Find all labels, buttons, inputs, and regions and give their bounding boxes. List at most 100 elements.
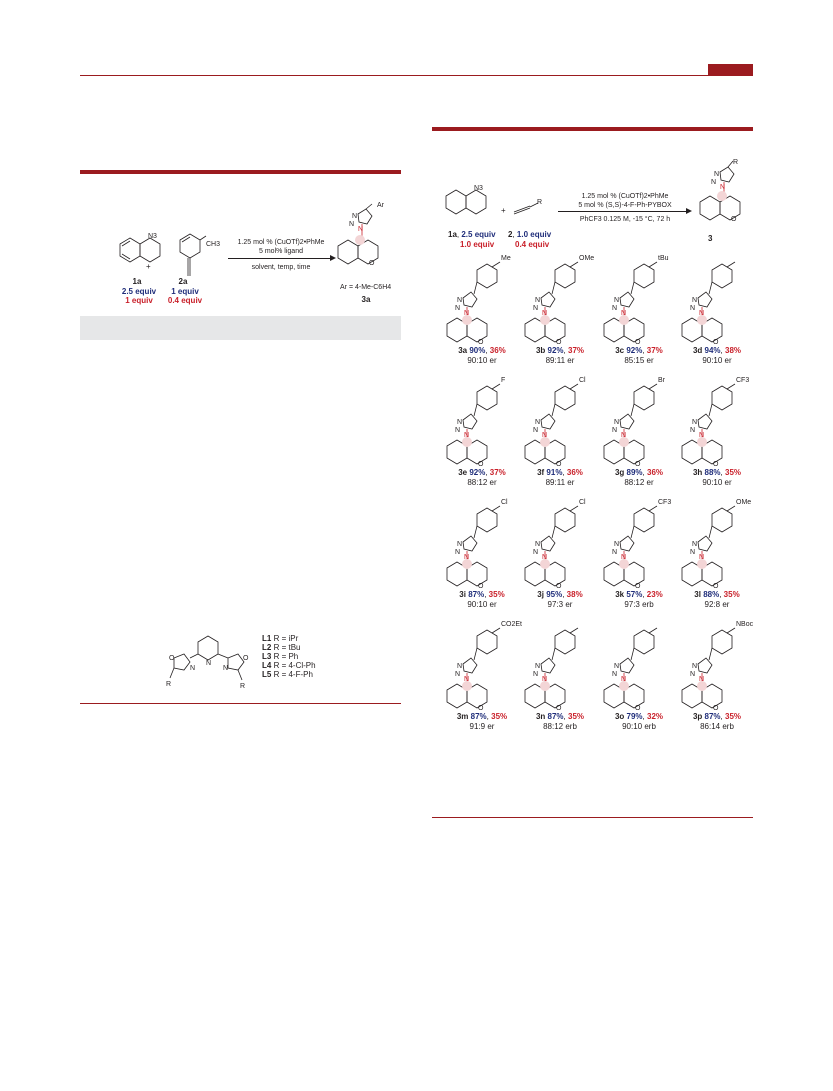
scheme-reactant-1a-azide: N3 xyxy=(474,185,483,192)
svg-text:N: N xyxy=(614,297,619,304)
compound-er: 89:11 er xyxy=(545,356,575,365)
compound-yield-blue: 57% xyxy=(626,590,643,599)
compound-yield-label: 3a 90%, 36% xyxy=(458,346,506,355)
svg-text:N: N xyxy=(612,427,617,434)
svg-text:N: N xyxy=(692,419,697,426)
svg-text:N: N xyxy=(614,663,619,670)
compound-er: 90:10 er xyxy=(467,600,497,609)
compound-id: 3m xyxy=(456,712,471,721)
svg-text:N: N xyxy=(690,671,695,678)
ligand-item: L2 R = tBu xyxy=(262,643,301,652)
svg-text:N: N xyxy=(614,541,619,548)
table-header-band xyxy=(80,316,401,340)
compound-yield-blue: 79% xyxy=(626,712,643,721)
compound-yield-label: 3p 87%, 35% xyxy=(692,712,742,721)
compound-yield-blue: 89% xyxy=(626,468,643,477)
svg-text:N: N xyxy=(621,432,626,439)
svg-text:N: N xyxy=(692,297,697,304)
scheme-reactant-1a-structure xyxy=(445,189,487,215)
compound-er: 85:15 er xyxy=(624,356,654,365)
svg-text:O: O xyxy=(478,339,484,346)
table1-reaction-arrow xyxy=(228,258,332,259)
svg-text:O: O xyxy=(478,705,484,712)
plus-sign: + xyxy=(146,262,151,271)
pybox-ligand-structure: R R O N N O N xyxy=(166,635,249,690)
compound-yield-red: 38% xyxy=(725,346,742,355)
svg-text:R: R xyxy=(166,681,171,688)
reactant-2a-substituent: CH3 xyxy=(206,241,221,248)
ligand-list: L1 R = iPr L2 R = tBu L3 R = Ph L4 R = 4… xyxy=(262,634,382,679)
compound-id: 3d xyxy=(692,346,705,355)
compound-structure: NNN O xyxy=(603,505,658,590)
svg-text:N: N xyxy=(692,541,697,548)
reactant-2a-id: 2a xyxy=(178,277,188,286)
compound-substituent: F xyxy=(501,377,506,384)
svg-text:N: N xyxy=(358,226,363,233)
page-tab xyxy=(708,64,753,76)
scheme-conditions-below: PhCF3 0.125 M, -15 °C, 72 h xyxy=(579,216,671,223)
scheme-alkyne-substituent: R xyxy=(537,199,543,206)
compound-yield-blue: 95% xyxy=(546,590,563,599)
svg-text:O: O xyxy=(713,583,719,590)
compound-substituent: tBu xyxy=(658,255,669,262)
product-3a-id: 3a xyxy=(361,295,371,304)
svg-text:N: N xyxy=(464,310,469,317)
svg-text:N: N xyxy=(206,660,211,667)
svg-text:N: N xyxy=(614,419,619,426)
compound-yield-label: 3k 57%, 23% xyxy=(615,590,663,599)
scheme-reaction-arrow xyxy=(558,211,688,212)
compound-id: 3j xyxy=(537,590,547,599)
svg-text:O: O xyxy=(556,461,562,468)
svg-text:N: N xyxy=(349,221,354,228)
compound-yield-red: 35% xyxy=(488,590,505,599)
svg-text:N: N xyxy=(720,184,725,191)
reactant-2a-structure xyxy=(179,233,207,276)
compound-id: 3g xyxy=(614,468,627,477)
compound-yield-red: 38% xyxy=(566,590,583,599)
compound-yield-label: 3l 88%, 35% xyxy=(694,590,740,599)
scheme-plus-sign: + xyxy=(501,206,506,215)
compound-yield-label: 3g 89%, 36% xyxy=(614,468,664,477)
compound-er: 90:10 er xyxy=(467,356,497,365)
svg-text:N: N xyxy=(223,665,228,672)
svg-text:R: R xyxy=(240,683,245,690)
compound-yield-red: 23% xyxy=(646,590,663,599)
compound-yield-red: 37% xyxy=(646,346,663,355)
svg-text:N: N xyxy=(542,554,547,561)
compound-id: 3i xyxy=(459,590,469,599)
table1-conditions-ligand: 5 mol% ligand xyxy=(259,248,303,255)
compound-yield-red: 35% xyxy=(491,712,508,721)
compound-yield-blue: 87% xyxy=(547,712,564,721)
compound-substituent: CF3 xyxy=(658,499,672,506)
compound-er: 90:10 erb xyxy=(622,722,656,731)
compound-yield-label: 3f 91%, 36% xyxy=(537,468,583,477)
svg-text:N: N xyxy=(455,671,460,678)
svg-text:N: N xyxy=(455,305,460,312)
reactant-1a-equiv-red: 1 equiv xyxy=(125,296,153,305)
compound-yield-red: 37% xyxy=(568,346,585,355)
svg-text:N: N xyxy=(612,549,617,556)
svg-text:O: O xyxy=(169,655,175,662)
svg-text:N: N xyxy=(457,663,462,670)
svg-text:N: N xyxy=(621,554,626,561)
compound-er: 91:9 er xyxy=(469,722,495,731)
compound-id: 3o xyxy=(614,712,627,721)
svg-text:O: O xyxy=(635,583,641,590)
compound-yield-label: 3c 92%, 37% xyxy=(615,346,663,355)
svg-text:N: N xyxy=(457,297,462,304)
compound-yield-label: 3n 87%, 35% xyxy=(535,712,585,721)
compound-substituent: Cl xyxy=(579,499,586,506)
compound-yield-label: 3o 79%, 32% xyxy=(614,712,664,721)
compound-yield-blue: 88% xyxy=(703,590,720,599)
svg-text:N: N xyxy=(464,676,469,683)
compound-yield-blue: 92% xyxy=(469,468,486,477)
compound-yield-label: 3e 92%, 37% xyxy=(458,468,506,477)
